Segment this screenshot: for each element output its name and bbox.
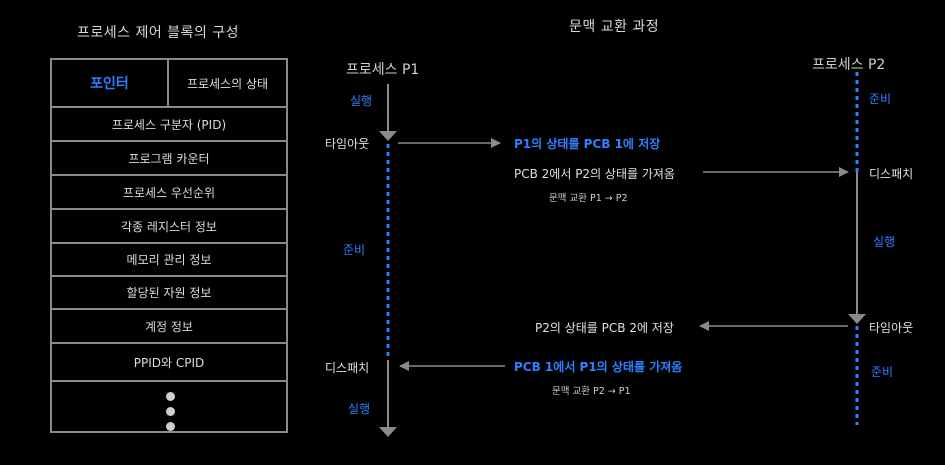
p1-ready-label: 준비 [343, 243, 366, 257]
p2-timeout-label: 타임아웃 [869, 321, 914, 335]
process-p1-label: 프로세스 P1 [346, 62, 420, 78]
p1-run2-arrowhead [379, 427, 397, 437]
pcb-row-ppid-cpid: PPID와 CPID [52, 344, 286, 382]
pcb-state-cell: 프로세스의 상태 [186, 76, 269, 91]
p1-dispatch-label: 디스패치 [325, 361, 370, 375]
pcb-row-registers: 각종 레지스터 정보 [52, 210, 286, 244]
p2-ready2-label: 준비 [871, 365, 894, 379]
pcb-row-account: 계정 정보 [52, 310, 286, 344]
step-switch-p2-p1: 문맥 교환 P2 → P1 [552, 386, 631, 397]
p1-run-arrowhead [379, 131, 397, 141]
pcb-row-memory: 메모리 관리 정보 [52, 244, 286, 277]
ellipsis-dot [166, 422, 175, 431]
step-switch-p1-p2: 문맥 교환 P1 → P2 [549, 193, 628, 204]
pcb-row-priority: 프로세스 우선순위 [52, 176, 286, 210]
step-save-p1: P1의 상태를 PCB 1에 저장 [514, 137, 661, 151]
process-p2-label: 프로세스 P2 [812, 57, 886, 73]
ellipsis-dot [166, 392, 175, 401]
ellipsis-dot [166, 407, 175, 416]
p1-run2-label: 실행 [348, 402, 371, 416]
context-switch-title: 문맥 교환 과정 [569, 19, 660, 35]
p1-timeout-label: 타임아웃 [325, 137, 370, 151]
pcb-row-resources: 할당된 자원 정보 [52, 277, 286, 310]
p2-ready-label: 준비 [869, 92, 892, 106]
pcb-block: 포인터 프로세스의 상태 프로세스 구분자 (PID) 프로그램 카운터 프로세… [50, 58, 288, 433]
pcb-header-row: 포인터 프로세스의 상태 [52, 60, 286, 108]
pcb-row-pid: 프로세스 구분자 (PID) [52, 108, 286, 142]
p2-run-label: 실행 [873, 235, 896, 249]
step-load-p2: PCB 2에서 P2의 상태를 가져옴 [514, 167, 675, 181]
step-load-p1: PCB 1에서 P1의 상태를 가져옴 [514, 360, 683, 374]
p2-dispatch-label: 디스패치 [869, 167, 914, 181]
pcb-row-program-counter: 프로그램 카운터 [52, 142, 286, 176]
step-save-p2: P2의 상태를 PCB 2에 저장 [535, 321, 674, 335]
p2-run-arrowhead [848, 314, 866, 324]
pcb-pointer-cell: 포인터 [52, 60, 169, 106]
p1-run-label: 실행 [350, 94, 373, 108]
pcb-title: 프로세스 제어 블록의 구성 [77, 25, 240, 41]
